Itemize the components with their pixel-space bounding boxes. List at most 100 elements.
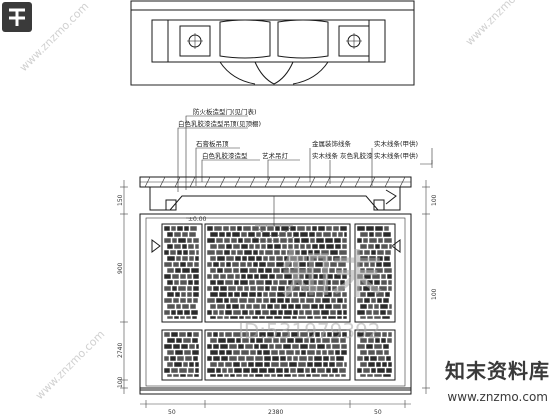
stone-tile <box>225 349 233 356</box>
stone-tile <box>304 367 311 374</box>
stone-tile <box>317 255 327 262</box>
stone-tile <box>311 225 318 232</box>
stone-tile <box>171 237 178 244</box>
stone-tile <box>255 279 265 286</box>
stone-tile <box>334 349 341 356</box>
stone-tile <box>232 349 241 356</box>
stone-tile <box>336 297 344 304</box>
stone-tile <box>292 309 299 316</box>
stone-tile <box>287 303 295 310</box>
stone-tile <box>289 267 299 274</box>
stone-tile <box>186 261 194 268</box>
stone-tile <box>206 343 213 350</box>
stone-tile <box>284 297 291 304</box>
stone-tile <box>179 261 187 268</box>
stone-tile <box>289 225 297 232</box>
stone-tile <box>321 337 331 344</box>
stone-tile <box>186 291 193 298</box>
callout-labels: 防火板造型门(见门表) 白色乳胶漆造型吊顶(见顶棚) 石膏板吊顶 白色乳胶漆造型… <box>178 107 418 160</box>
stone-tile <box>288 361 298 368</box>
stone-tile <box>183 309 191 316</box>
stone-tile <box>386 309 393 316</box>
stone-tile <box>240 291 249 298</box>
stone-tile <box>233 279 240 286</box>
stone-tile <box>176 225 184 232</box>
stone-tile <box>297 373 306 378</box>
stone-tile <box>241 337 250 344</box>
stone-tile <box>230 237 238 244</box>
stone-tile <box>381 315 391 320</box>
stone-tile <box>283 273 293 280</box>
stone-tile <box>217 243 226 250</box>
dim-bottom-1: 50 <box>168 409 176 416</box>
stone-tile <box>373 315 382 320</box>
stone-tile <box>192 285 200 292</box>
stone-tile <box>212 273 220 280</box>
stone-tile <box>266 237 273 244</box>
stone-tile <box>383 225 390 232</box>
stone-tile <box>278 279 288 286</box>
stone-tile <box>313 315 322 320</box>
stone-tile <box>253 343 260 350</box>
stone-tile <box>382 343 390 350</box>
stone-tile <box>293 279 303 286</box>
stone-tile <box>194 361 200 368</box>
stone-tile <box>238 315 245 320</box>
stone-tile <box>218 331 225 338</box>
stone-tile <box>248 309 255 316</box>
stone-tile <box>365 267 375 274</box>
stone-tile <box>172 343 181 350</box>
callout-6: 金属装饰线条 <box>312 139 352 148</box>
stone-tile <box>206 237 216 244</box>
stone-tile <box>177 237 187 244</box>
stone-tile <box>311 243 319 250</box>
stone-tile <box>163 261 173 268</box>
stone-tile <box>236 249 244 256</box>
stone-tile <box>227 285 237 292</box>
stone-tile <box>372 309 380 316</box>
stone-tile <box>213 225 223 232</box>
stone-tile <box>362 367 371 374</box>
dim-left-4: 100 <box>117 376 124 388</box>
stone-tile <box>218 309 225 316</box>
stone-tile <box>247 231 256 238</box>
stone-tile <box>216 373 224 378</box>
stone-tile <box>377 355 386 362</box>
stone-tile <box>206 285 213 292</box>
stone-tile <box>189 303 197 310</box>
stone-tile <box>191 337 199 344</box>
stone-tile <box>219 273 227 280</box>
stone-tile <box>188 361 195 368</box>
stone-tile <box>356 367 363 374</box>
stone-tile <box>356 309 366 316</box>
stone-tile <box>227 367 234 374</box>
stone-tile <box>292 261 299 268</box>
elevation-view <box>139 176 412 395</box>
stone-tile <box>367 349 376 356</box>
stone-tile <box>367 361 376 368</box>
panel-left-upper <box>161 223 203 323</box>
stone-tile <box>258 331 267 338</box>
stone-tile <box>375 291 385 298</box>
stone-tile <box>177 285 187 292</box>
stone-tile <box>216 255 226 262</box>
stone-tile <box>292 273 299 280</box>
stone-tile <box>309 279 318 286</box>
stone-tile <box>384 249 392 256</box>
watermarks: 知末 ID:531979392 www.znzmo.com www.znzmo.… <box>17 0 537 402</box>
stone-tile <box>166 303 176 310</box>
stone-tile <box>178 367 188 374</box>
stone-tile <box>166 361 174 368</box>
stone-tile <box>268 343 275 350</box>
stone-tile <box>305 243 312 250</box>
stone-tile <box>359 243 368 250</box>
stone-tile <box>218 231 226 238</box>
stone-tile <box>324 285 332 292</box>
stone-tile <box>373 343 383 350</box>
stone-tile <box>215 237 224 244</box>
stone-tile <box>335 361 344 368</box>
stone-tile <box>380 337 387 344</box>
stone-tile <box>369 355 378 362</box>
stone-tile <box>283 367 290 374</box>
